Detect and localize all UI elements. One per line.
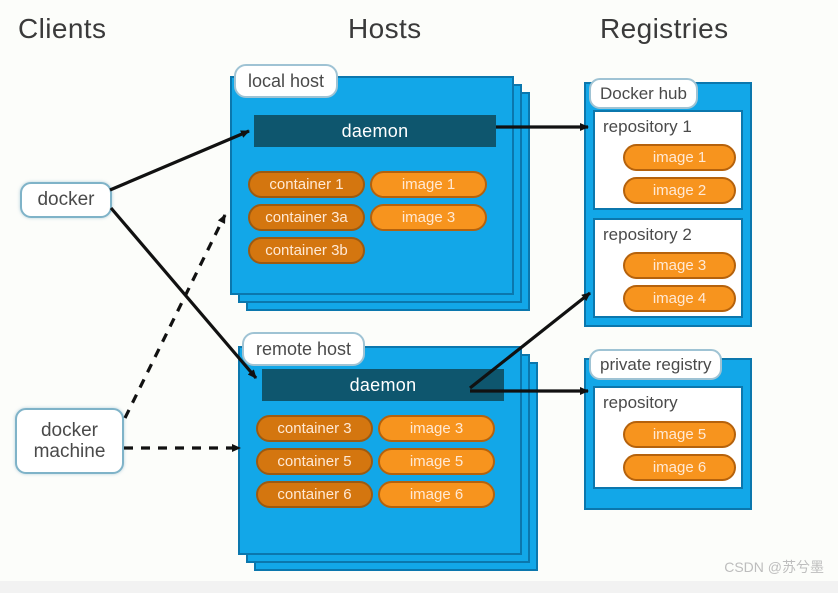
image-label: image 3 (401, 209, 456, 226)
host-tab-label: remote host (256, 338, 352, 359)
registry-tab-docker-hub[interactable]: Docker hub (589, 78, 698, 109)
connector-docker-machine-to-local-host (123, 214, 227, 419)
registry-tab-label: Docker hub (600, 83, 687, 103)
registry-tab-label: private registry (600, 354, 712, 374)
image-label: image 5 (409, 453, 464, 470)
image-pill[interactable]: image 3 (370, 204, 487, 231)
container-pill[interactable]: container 6 (256, 481, 373, 508)
host-tab-remote[interactable]: remote host (242, 332, 366, 366)
daemon-label: daemon (349, 374, 417, 395)
daemon-bar-local[interactable]: daemon (254, 115, 496, 147)
container-pill[interactable]: container 1 (248, 171, 365, 198)
host-stack-remote: daemon container 3 container 5 container… (238, 332, 538, 581)
image-label: image 6 (409, 486, 464, 503)
image-pill[interactable]: image 6 (623, 454, 736, 481)
image-label: image 3 (409, 420, 464, 437)
repository-label: repository 2 (603, 225, 692, 244)
registry-group-docker-hub: repository 1 image 1 image 2 repository … (584, 78, 754, 327)
repository-box[interactable]: repository image 5 image 6 (593, 386, 743, 489)
image-pill[interactable]: image 1 (370, 171, 487, 198)
section-heading-clients: Clients (18, 13, 107, 44)
repository-label: repository 1 (603, 117, 692, 136)
container-pill[interactable]: container 3 (256, 415, 373, 442)
repository-label: repository (603, 393, 678, 412)
image-label: image 1 (652, 149, 707, 166)
container-label: container 5 (277, 453, 352, 470)
daemon-bar-remote[interactable]: daemon (262, 369, 504, 401)
registry-tab-private[interactable]: private registry (589, 349, 723, 380)
container-pill[interactable]: container 3b (248, 237, 365, 264)
container-label: container 1 (269, 176, 344, 193)
registry-group-private: repository image 5 image 6 private regis… (584, 349, 754, 510)
image-pill[interactable]: image 3 (623, 252, 736, 279)
repository-box[interactable]: repository 2 image 3 image 4 (593, 218, 743, 318)
image-pill[interactable]: image 4 (623, 285, 736, 312)
container-pill[interactable]: container 3a (248, 204, 365, 231)
image-label: image 1 (401, 176, 456, 193)
client-box-docker[interactable]: docker (20, 182, 112, 218)
image-label: image 5 (652, 426, 707, 443)
container-label: container 3a (265, 209, 348, 226)
container-label: container 3b (265, 242, 348, 259)
image-label: image 6 (652, 459, 707, 476)
client-box-docker-machine[interactable]: docker machine (15, 408, 124, 474)
image-pill[interactable]: image 3 (378, 415, 495, 442)
section-heading-registries: Registries (600, 13, 729, 44)
host-tab-label: local host (248, 70, 325, 91)
image-pill[interactable]: image 5 (378, 448, 495, 475)
image-label: image 3 (652, 257, 707, 274)
image-pill[interactable]: image 5 (623, 421, 736, 448)
image-pill[interactable]: image 1 (623, 144, 736, 171)
host-stack-local: daemon container 1 container 3a containe… (230, 64, 530, 311)
bottom-strip (0, 581, 838, 593)
host-tab-local[interactable]: local host (234, 64, 339, 98)
image-label: image 2 (652, 182, 707, 199)
watermark: CSDN @苏兮墨 (724, 559, 824, 575)
repository-box[interactable]: repository 1 image 1 image 2 (593, 110, 743, 210)
image-pill[interactable]: image 2 (623, 177, 736, 204)
daemon-label: daemon (341, 120, 409, 141)
section-heading-hosts: Hosts (348, 13, 422, 44)
image-label: image 4 (652, 290, 707, 307)
container-label: container 3 (277, 420, 352, 437)
image-pill[interactable]: image 6 (378, 481, 495, 508)
container-pill[interactable]: container 5 (256, 448, 373, 475)
connector-docker-to-local-daemon (109, 129, 250, 192)
container-label: container 6 (277, 486, 352, 503)
